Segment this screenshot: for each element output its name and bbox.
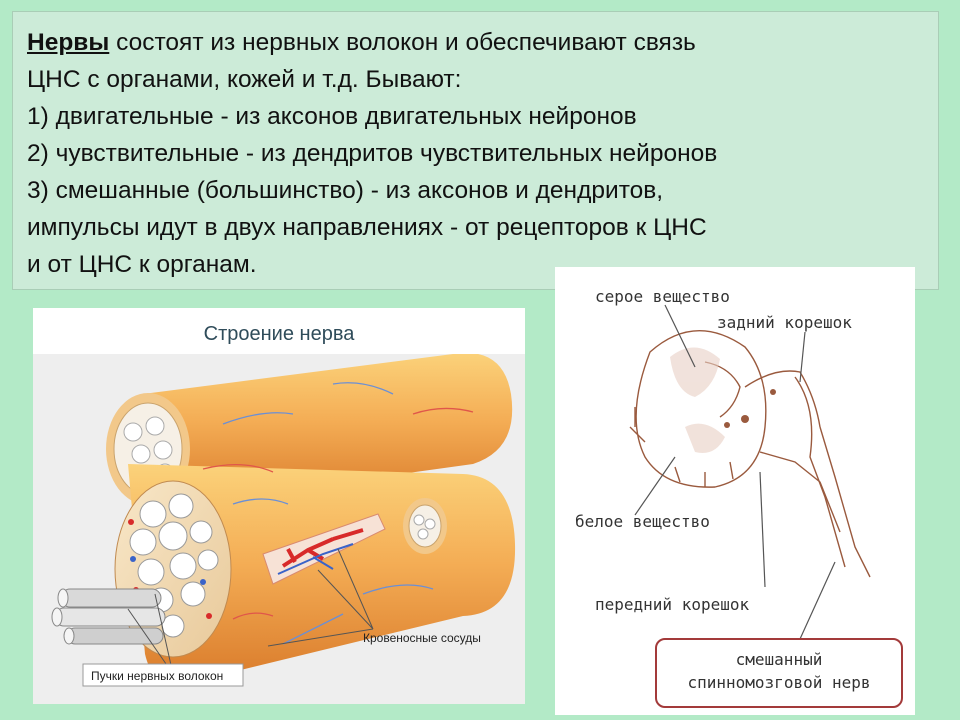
nerve-structure-figure: Строение нерва — [33, 308, 525, 704]
text-line-7: и от ЦНС к органам. — [27, 251, 257, 278]
nerve-sheath-back — [143, 354, 513, 504]
text-box: Нервы состоят из нервных волокон и обесп… — [12, 11, 939, 290]
text-line-4: 2) чувствительные - из дендритов чувстви… — [27, 140, 718, 167]
text-line-5: 3) смешанные (большинство) - из аксонов … — [27, 177, 664, 204]
spinal-cord-figure: серое вещество задний корешок белое веще… — [555, 267, 915, 715]
leader-ventral-root — [759, 471, 766, 588]
label-mixed-nerve-line2: спинномозговой нерв — [687, 673, 871, 692]
label-dorsal-root: задний корешок — [717, 313, 852, 332]
leader-white-matter — [634, 456, 676, 516]
nerve-fibers — [51, 588, 166, 645]
leader-mixed-nerve — [799, 561, 836, 640]
label-fiber-bundles: Пучки нервных волокон — [91, 669, 223, 683]
nerve-illustration: Кровеносные сосуды Пучки нервных волокон — [51, 354, 516, 687]
label-blood-vessels: Кровеносные сосуды — [363, 631, 481, 645]
nerve-figure-title: Строение нерва — [33, 308, 525, 354]
spinal-cord-outline — [635, 329, 767, 488]
label-white-matter: белое вещество — [575, 512, 710, 531]
text-line-3: 1) двигательные - из аксонов двигательны… — [27, 103, 637, 130]
text-line-6: импульсы идут в двух направлениях - от р… — [27, 214, 707, 241]
text-line-1: Нервы состоят из нервных волокон и обесп… — [27, 24, 938, 61]
spinal-cord-illustration — [629, 304, 871, 640]
mixed-nerve-box: смешанный спинномозговой нерв — [655, 638, 903, 708]
label-mixed-nerve-line1: смешанный — [735, 650, 823, 669]
text-line-2: ЦНС с органами, кожей и т.д. Бывают: — [27, 66, 462, 93]
text-line-1-rest: состоят из нервных волокон и обеспечиваю… — [109, 29, 696, 56]
leader-dorsal-root — [799, 331, 806, 383]
leader-grey-matter — [664, 304, 696, 368]
label-ventral-root: передний корешок — [595, 595, 750, 614]
dorsal-root-path — [744, 370, 821, 428]
label-grey-matter: серое вещество — [595, 287, 730, 306]
term-nerves: Нервы — [27, 29, 110, 56]
